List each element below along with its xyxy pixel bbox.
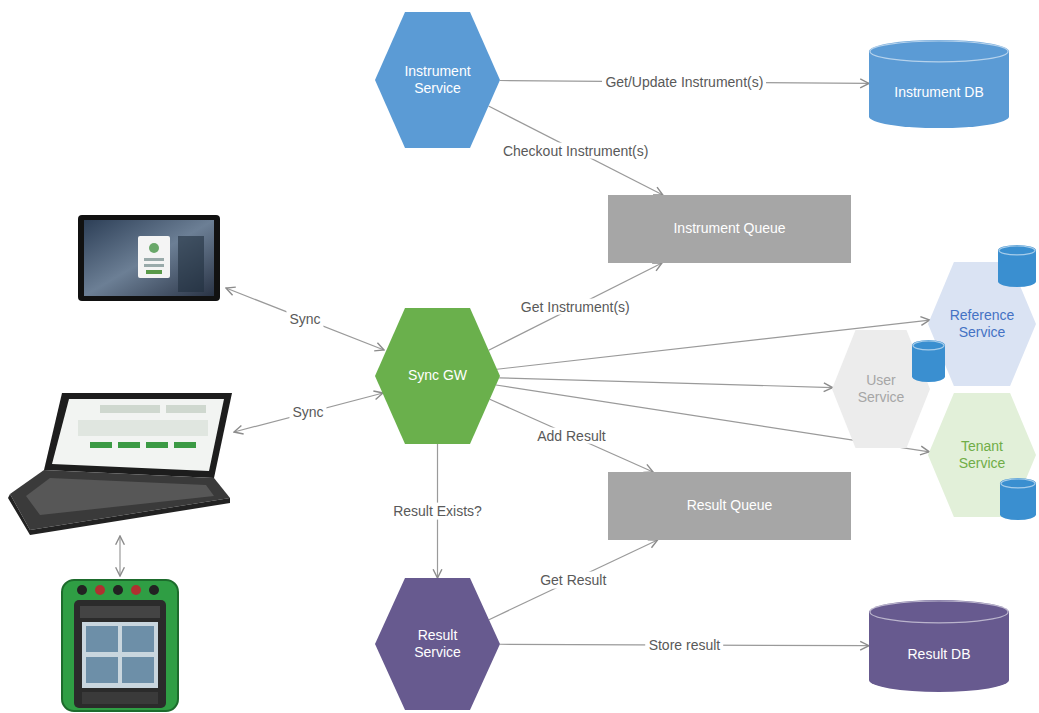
edge-label: Get Instrument(s) [518, 298, 633, 315]
database-cylinder: Result DB [869, 600, 1009, 692]
node-outline [869, 600, 1009, 692]
connector-arrow [489, 540, 658, 620]
node-text-block: Tenant Service [943, 438, 1021, 473]
node-text-block: Instrument DB [879, 84, 999, 102]
node-label: Result DB [879, 646, 999, 664]
queue-box: Result Queue [608, 472, 851, 540]
gateway-hexagon: Sync GW [375, 308, 500, 444]
node-text-area: Sync GW [375, 308, 500, 444]
connector-arrow [490, 399, 653, 472]
node-label: Sync GW [393, 367, 483, 385]
connector-arrow [489, 263, 662, 350]
database-cylinder: Instrument DB [869, 40, 1009, 128]
node-text-area: Instrument DB [869, 40, 1009, 128]
node-outline [869, 40, 1009, 128]
service-hexagon: User Service [832, 330, 930, 448]
node-text-block: Result Queue [618, 497, 841, 515]
sync-wire [226, 288, 384, 350]
node-text-block: Reference Service [943, 307, 1021, 342]
node-text-block: Result DB [879, 646, 999, 664]
database-icon [998, 245, 1036, 287]
tablet-icon [78, 215, 220, 301]
connector-arrow [499, 378, 832, 388]
sync-wire [234, 393, 383, 432]
database-icon [912, 340, 945, 382]
device-wire [119, 536, 120, 576]
node-label: Instrument Queue [618, 220, 841, 238]
node-text-block: Instrument Service [393, 63, 483, 98]
node-text-area: Tenant Service [928, 393, 1036, 517]
node-text-area: Result DB [869, 600, 1009, 692]
edge-label: Get Result [537, 571, 609, 588]
edge-label: Get/Update Instrument(s) [602, 74, 766, 91]
node-text-block: User Service [846, 372, 917, 407]
node-text-block: Result Service [393, 627, 483, 662]
node-label: User Service [846, 372, 917, 407]
node-label: Tenant Service [943, 438, 1021, 473]
edge-label: Result Exists? [390, 503, 485, 520]
calibrator-device [62, 580, 178, 711]
node-text-area: Instrument Queue [608, 195, 851, 263]
edge-label: Store result [646, 637, 724, 654]
queue-box: Instrument Queue [608, 195, 851, 263]
node-label: Instrument DB [879, 84, 999, 102]
wire-label: Sync [286, 311, 323, 328]
database-icon [1000, 478, 1036, 520]
node-text-area: Result Service [375, 578, 500, 710]
edge-label: Checkout Instrument(s) [500, 142, 652, 159]
service-hexagon: Instrument Service [375, 12, 500, 148]
wire-label: Sync [289, 404, 326, 421]
node-label: Result Service [393, 627, 483, 662]
node-text-block: Sync GW [393, 367, 483, 385]
node-label: Result Queue [618, 497, 841, 515]
laptop-icon [8, 393, 232, 535]
node-text-area: User Service [832, 330, 930, 448]
connector-arrow [489, 106, 663, 195]
service-hexagon: Tenant Service [928, 393, 1036, 517]
node-text-area: Result Queue [608, 472, 851, 540]
node-label: Instrument Service [393, 63, 483, 98]
node-text-block: Instrument Queue [618, 220, 841, 238]
edge-label: Add Result [534, 427, 608, 444]
node-label: Reference Service [943, 307, 1021, 342]
node-text-area: Instrument Service [375, 12, 500, 148]
service-hexagon: Result Service [375, 578, 500, 710]
